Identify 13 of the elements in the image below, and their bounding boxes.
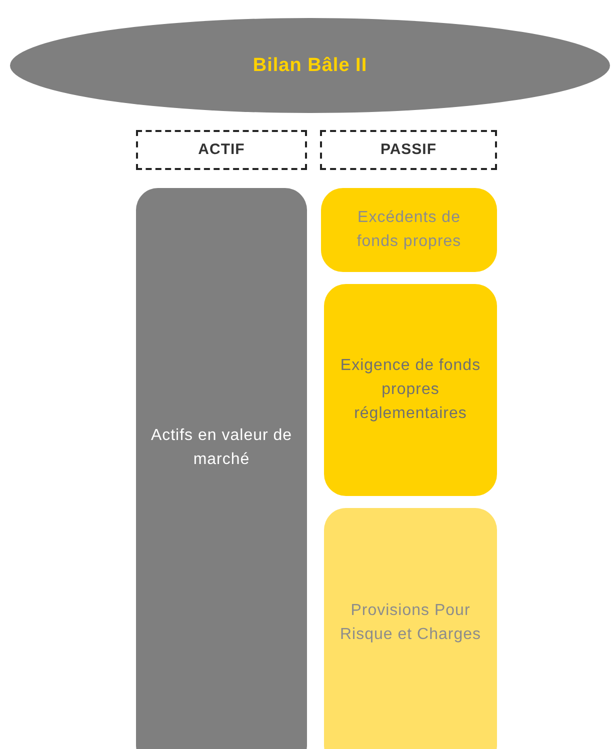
- node-text: PASSIF: [380, 140, 437, 160]
- node-text: Bilan Bâle II: [252, 54, 368, 78]
- column-header-box: [320, 130, 497, 170]
- asset-block: [136, 188, 307, 749]
- node-text: Actifs en valeur de marché: [150, 426, 293, 470]
- column-header-box: [136, 130, 307, 170]
- node-text: Exigence de fonds propres réglementaires: [339, 356, 482, 424]
- liability-block: [321, 188, 497, 272]
- liability-block: [324, 508, 497, 749]
- liability-block: [324, 284, 497, 496]
- node-text: ACTIF: [198, 140, 245, 160]
- node-text: Excédents de fonds propres: [356, 208, 462, 252]
- node-text: Provisions Pour Risque et Charges: [338, 601, 482, 645]
